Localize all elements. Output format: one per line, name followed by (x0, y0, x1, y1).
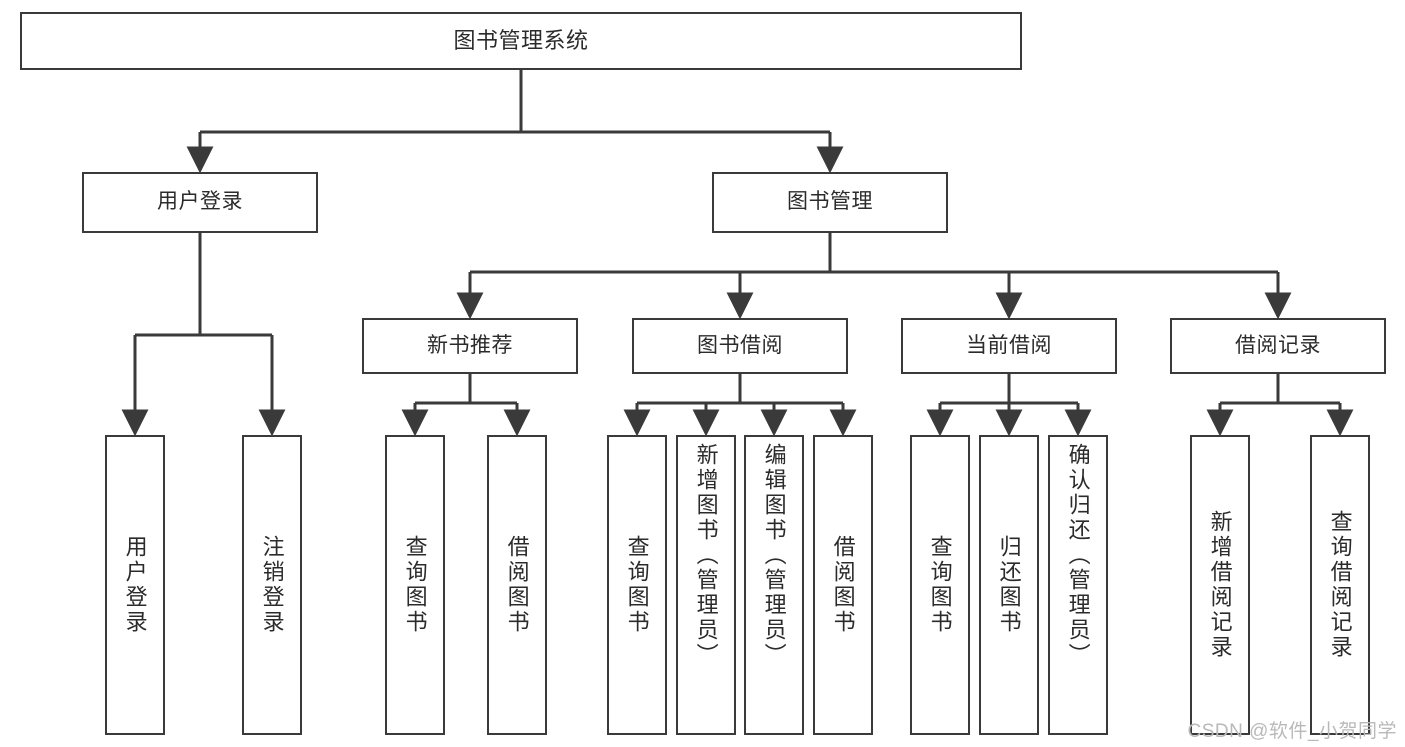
leaf-logout[interactable]: 注销登录 (242, 435, 302, 735)
leaf-borrow-borrow-book[interactable]: 借阅图书 (813, 435, 873, 735)
leaf-record-query-record-label: 查询借阅记录 (1327, 510, 1353, 660)
node-new-book-recommend-label: 新书推荐 (427, 333, 513, 357)
leaf-recommend-query-book[interactable]: 查询图书 (385, 435, 445, 735)
leaf-current-return-book-label: 归还图书 (996, 535, 1022, 635)
node-new-book-recommend[interactable]: 新书推荐 (362, 318, 578, 374)
node-root-label: 图书管理系统 (453, 28, 589, 54)
leaf-current-query-book-label: 查询图书 (927, 535, 953, 635)
leaf-recommend-borrow-book[interactable]: 借阅图书 (487, 435, 547, 735)
leaf-recommend-query-book-label: 查询图书 (402, 535, 428, 635)
leaf-borrow-edit-book-admin[interactable]: 编辑图书（管理员） (744, 435, 804, 735)
node-current-borrow-label: 当前借阅 (966, 333, 1052, 357)
node-user-login[interactable]: 用户登录 (82, 172, 318, 233)
leaf-record-add-record-label: 新增借阅记录 (1207, 510, 1233, 660)
leaf-current-confirm-return-admin[interactable]: 确认归还（管理员） (1048, 435, 1108, 735)
node-borrow-record-label: 借阅记录 (1235, 333, 1321, 357)
leaf-borrow-add-book-admin[interactable]: 新增图书（管理员） (676, 435, 736, 735)
leaf-current-query-book[interactable]: 查询图书 (910, 435, 970, 735)
leaf-user-login-label: 用户登录 (122, 535, 148, 635)
leaf-record-add-record[interactable]: 新增借阅记录 (1190, 435, 1250, 735)
leaf-current-confirm-return-admin-label: 确认归还（管理员） (1065, 443, 1091, 668)
node-root[interactable]: 图书管理系统 (20, 12, 1022, 70)
node-book-management-label: 图书管理 (787, 190, 873, 214)
leaf-borrow-add-book-admin-label: 新增图书（管理员） (693, 443, 719, 668)
node-book-borrow[interactable]: 图书借阅 (632, 318, 848, 374)
leaf-logout-label: 注销登录 (259, 535, 285, 635)
node-current-borrow[interactable]: 当前借阅 (901, 318, 1117, 374)
csdn-watermark: CSDN @软件_小贺同学 (1187, 721, 1397, 742)
node-user-login-label: 用户登录 (157, 190, 243, 214)
leaf-borrow-query-book-label: 查询图书 (624, 535, 650, 635)
leaf-borrow-borrow-book-label: 借阅图书 (830, 535, 856, 635)
node-book-management[interactable]: 图书管理 (712, 172, 948, 233)
leaf-record-query-record[interactable]: 查询借阅记录 (1310, 435, 1370, 735)
node-borrow-record[interactable]: 借阅记录 (1170, 318, 1386, 374)
leaf-current-return-book[interactable]: 归还图书 (979, 435, 1039, 735)
node-book-borrow-label: 图书借阅 (697, 333, 783, 357)
leaf-user-login[interactable]: 用户登录 (105, 435, 165, 735)
leaf-borrow-edit-book-admin-label: 编辑图书（管理员） (761, 443, 787, 668)
leaf-recommend-borrow-book-label: 借阅图书 (504, 535, 530, 635)
leaf-borrow-query-book[interactable]: 查询图书 (607, 435, 667, 735)
